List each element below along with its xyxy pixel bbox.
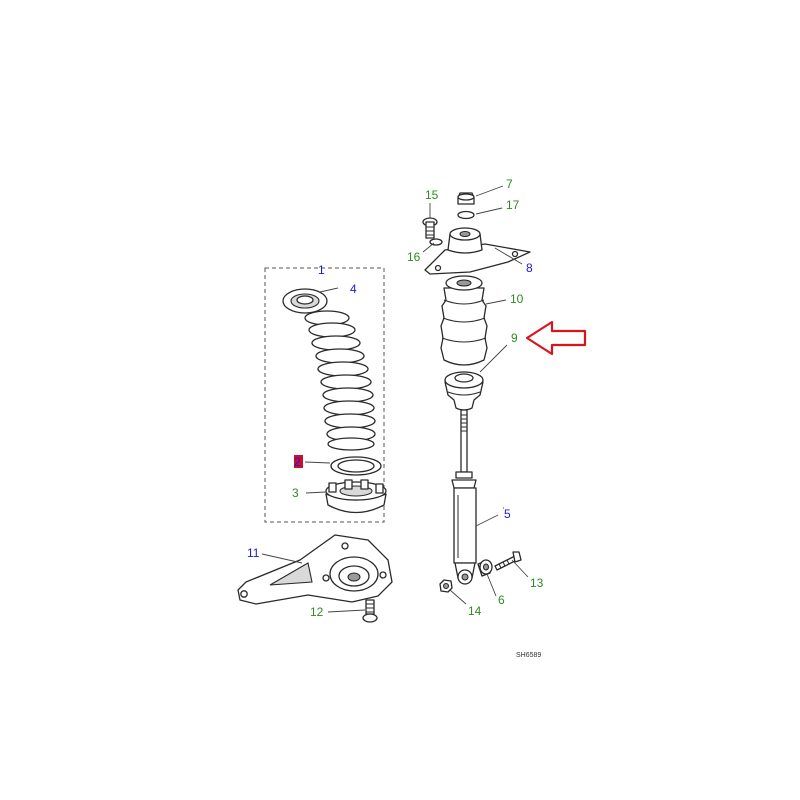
callout-9[interactable]: 9 [511,331,518,345]
dust-boot[interactable] [440,275,488,366]
callout-11[interactable]: 11 [247,546,260,560]
callout-2[interactable]: 2 [294,455,301,469]
bump-stop[interactable] [444,371,484,411]
mounting-bracket[interactable] [237,534,393,605]
callout-4[interactable]: 4 [350,282,357,296]
bolt-washer[interactable] [429,238,443,246]
callout-1[interactable]: 1 [318,263,325,277]
upper-spring-seat[interactable] [282,288,328,314]
callout-17[interactable]: 17 [506,198,520,212]
top-mount-bolt[interactable] [422,217,438,239]
spring-assembly-group-box [264,267,385,523]
callout-13[interactable]: 13 [530,576,544,590]
coil-spring[interactable] [304,310,376,451]
leader-lines [261,185,529,613]
callout-14[interactable]: 14 [468,604,482,618]
shock-absorber[interactable] [451,409,477,585]
callout-16[interactable]: 16 [407,250,421,264]
callout-5[interactable]: 5 [504,507,511,521]
callout-labels: 1 2 3 4 5 6 7 8 9 10 11 12 13 14 15 16 1… [247,177,544,619]
callout-15[interactable]: 15 [425,188,439,202]
callout-10[interactable]: 10 [510,292,524,306]
top-nut[interactable] [457,192,475,205]
bracket-bolt[interactable] [362,599,378,623]
spring-isolator-ring[interactable] [330,456,382,476]
lower-spring-seat[interactable] [325,479,387,514]
callout-12[interactable]: 12 [310,605,324,619]
diagram-reference-code: SH6589 [516,652,541,659]
lower-nut[interactable] [439,579,453,593]
callout-3[interactable]: 3 [292,486,299,500]
lower-bushing[interactable] [477,559,493,577]
callout-8[interactable]: 8 [526,261,533,275]
top-mount[interactable] [424,227,531,275]
lower-bolt[interactable] [494,551,522,571]
red-pointer-arrow-icon [525,320,587,356]
nut-washer[interactable] [457,210,475,220]
callout-7[interactable]: 7 [506,177,513,191]
callout-6[interactable]: 6 [498,593,505,607]
callout-2-highlight [294,455,303,468]
